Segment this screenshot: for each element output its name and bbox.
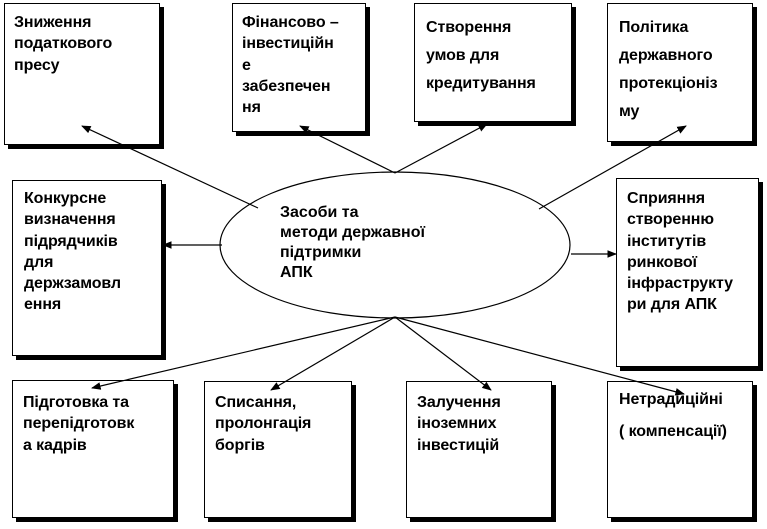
arrow-to-credit bbox=[394, 123, 488, 174]
box-credit-conditions bbox=[414, 3, 572, 122]
box-market-infrastructure bbox=[616, 178, 759, 367]
arrow-to-foreign bbox=[394, 316, 492, 391]
arrow-to-tax bbox=[81, 125, 259, 209]
arrow-to-nontraditional bbox=[394, 316, 685, 396]
box-tax-reduction bbox=[4, 3, 160, 145]
center-label: Засоби та методи державної підтримки АПК bbox=[280, 204, 425, 281]
arrow-to-training bbox=[91, 316, 396, 390]
box-financial-investment-text: Фінансово – інвестиційн е забезпечен ня bbox=[242, 14, 339, 117]
box-debt-writeoff-text: Списання, пролонгація боргів bbox=[215, 394, 312, 454]
arrow-to-financial bbox=[299, 125, 396, 174]
box-personnel-training bbox=[12, 380, 174, 518]
box-debt-writeoff bbox=[204, 381, 352, 518]
box-protectionism-policy-text: Політика державного протекціоніз му bbox=[619, 19, 718, 120]
box-tax-reduction-text: Зниження податкового пресу bbox=[14, 14, 113, 74]
box-foreign-investment-text: Залучення іноземних інвестицій bbox=[417, 394, 501, 454]
box-credit-conditions-text: Створення умов для кредитування bbox=[426, 19, 536, 92]
box-personnel-training-text: Підготовка та перепідготовк а кадрів bbox=[23, 394, 135, 454]
box-financial-investment bbox=[232, 3, 366, 132]
box-nontraditional bbox=[607, 381, 753, 518]
arrow-to-debt bbox=[270, 316, 396, 391]
arrow-to-protectionism bbox=[538, 125, 687, 210]
box-competitive-contractors-text: Конкурсне визначення підрядчиків для дер… bbox=[24, 190, 121, 314]
box-protectionism-policy bbox=[607, 3, 753, 142]
box-nontraditional-text: Нетрадиційні ( компенсації) bbox=[619, 391, 727, 440]
box-competitive-contractors bbox=[12, 180, 162, 356]
box-market-infrastructure-text: Сприяння створенню інститутів ринкової і… bbox=[627, 190, 733, 314]
